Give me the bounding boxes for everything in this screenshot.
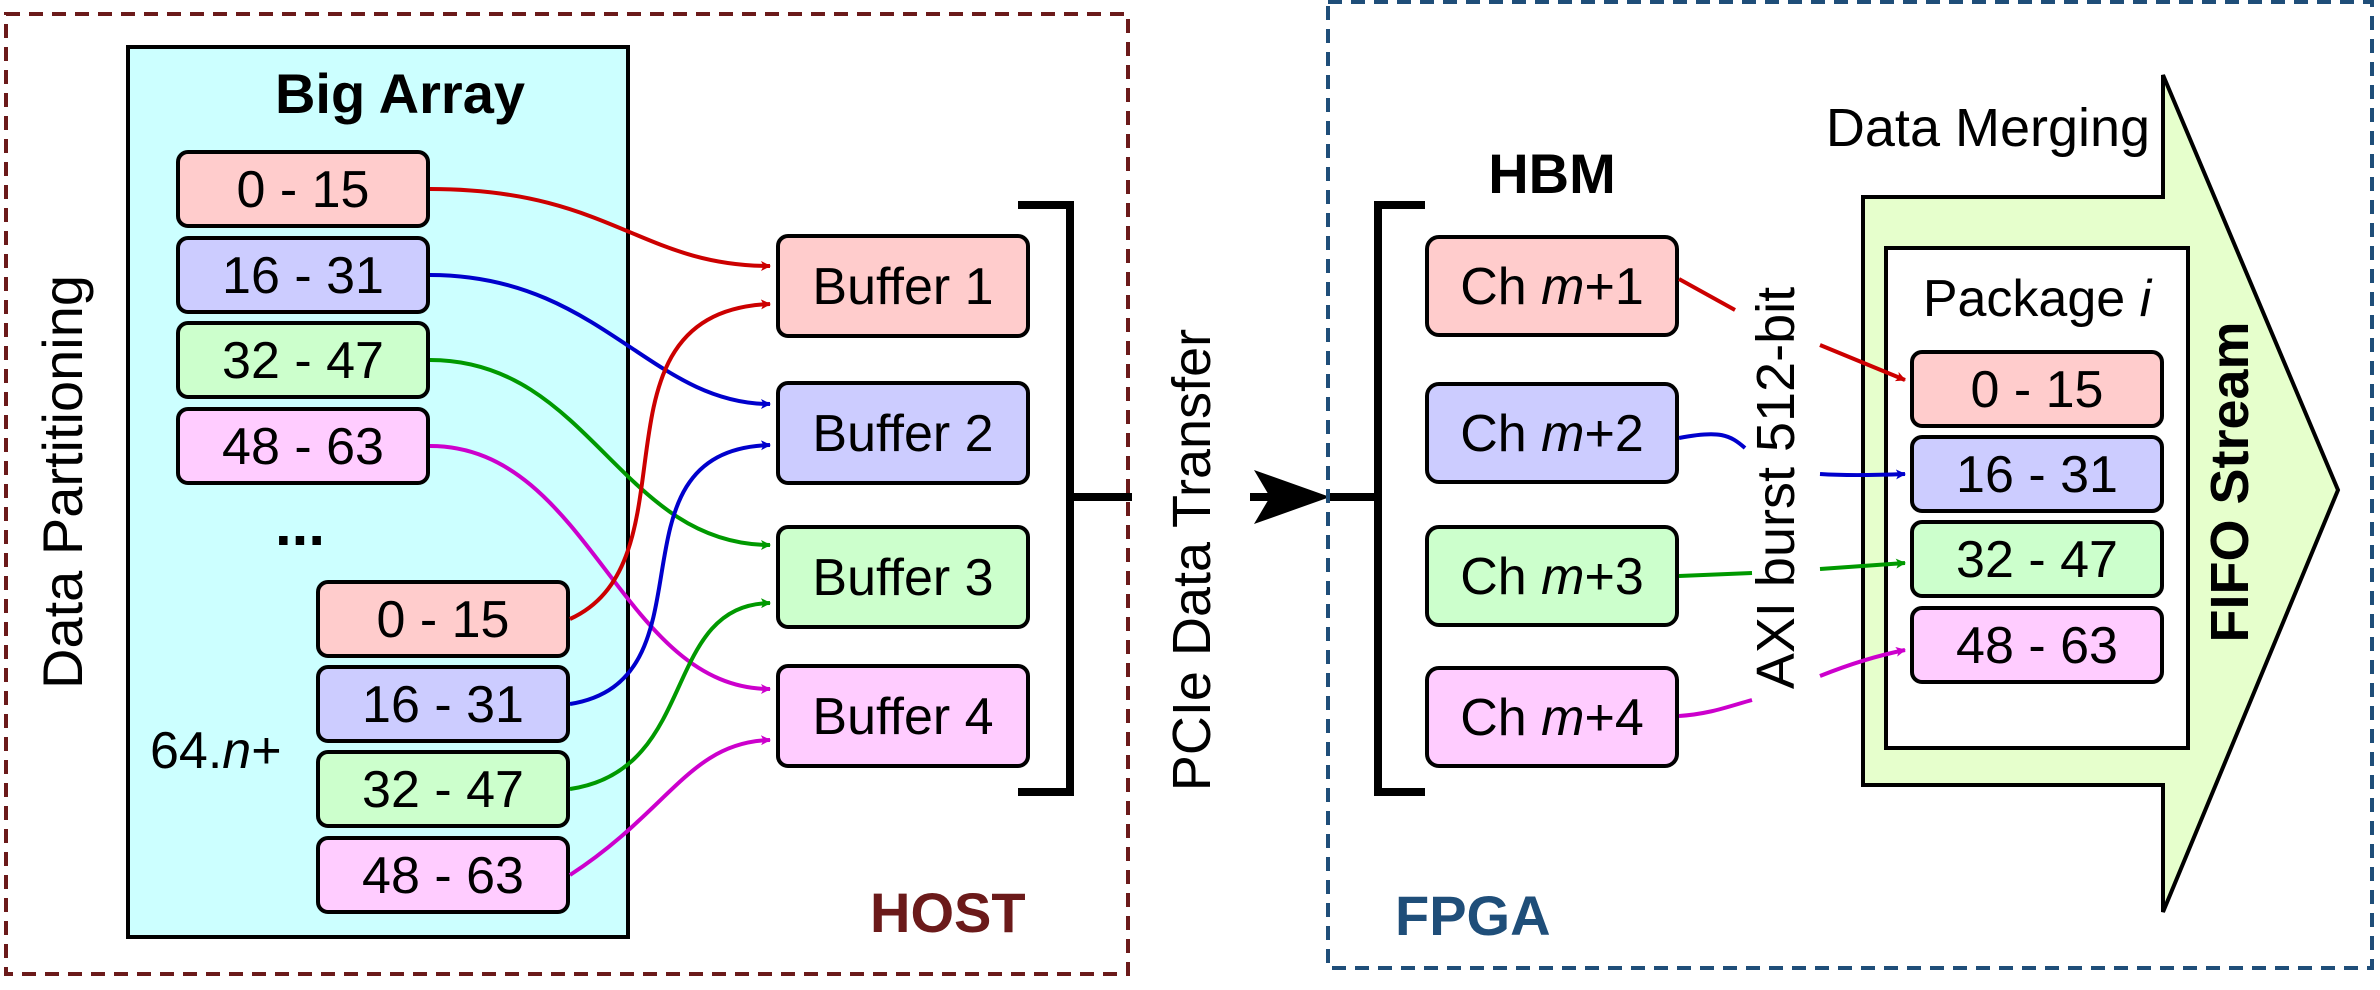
cell-n-32-47 <box>316 750 570 828</box>
axi-burst-label: AXI burst 512-bit <box>1746 287 1806 689</box>
partition-arrows <box>429 187 771 877</box>
cell-n-0-15-label: 0 - 15 <box>377 591 510 649</box>
buffer-4-label: Buffer 4 <box>812 688 993 746</box>
arrow-first-16-31 <box>429 273 771 409</box>
host-buffer-bracket <box>1018 201 1132 796</box>
merge-arrow-blue <box>1819 469 1906 480</box>
channel-3 <box>1425 525 1679 627</box>
buffer-1-label: Buffer 1 <box>812 258 993 316</box>
channel-4-label: Ch m+4 <box>1460 689 1644 747</box>
hbm-title: HBM <box>1488 142 1616 205</box>
merge-arrow-red-tail <box>1678 277 1736 312</box>
cell-n-48-63 <box>316 836 570 914</box>
buffer-3-label: Buffer 3 <box>812 549 993 607</box>
channel-2 <box>1425 382 1679 484</box>
big-array-title: Big Array <box>275 62 525 125</box>
fifo-stream-label: FIFO Stream <box>2200 321 2260 642</box>
cell-n-48-63-label: 48 - 63 <box>362 847 524 905</box>
data-merging-label: Data Merging <box>1826 98 2150 158</box>
offset-label: 64.n+ <box>150 722 282 780</box>
cell-48-63 <box>176 407 430 485</box>
pcie-transfer-arrowhead <box>1254 470 1330 524</box>
merge-arrow-green-tail <box>1678 571 1753 578</box>
cell-n-0-15 <box>316 580 570 658</box>
cell-16-31 <box>176 236 430 314</box>
merge-arrow-magenta-tail <box>1678 698 1753 718</box>
fpga-label: FPGA <box>1395 884 1551 947</box>
ellipsis: ... <box>275 491 325 558</box>
buffer-3 <box>776 525 1030 629</box>
package-row-16-31 <box>1910 435 2164 513</box>
channel-4 <box>1425 666 1679 768</box>
cell-n-16-31-label: 16 - 31 <box>362 676 524 734</box>
package-row-32-47 <box>1910 520 2164 598</box>
host-region-border <box>4 12 1130 976</box>
arrow-second-16-31 <box>569 440 771 706</box>
package-row-16-31-label: 16 - 31 <box>1956 446 2118 504</box>
merge-arrows <box>1678 277 1906 718</box>
channel-2-label: Ch m+2 <box>1460 405 1644 463</box>
pcie-transfer-label: PCIe Data Transfer <box>1162 329 1222 791</box>
arrow-first-32-47 <box>429 358 771 550</box>
hbm-bracket <box>1330 201 1425 796</box>
merge-arrow-green <box>1819 558 1906 571</box>
arrow-second-0-15 <box>569 299 771 621</box>
big-array-second-block: 0 - 15 16 - 31 32 - 47 48 - 63 <box>316 580 570 914</box>
buffer-4 <box>776 664 1030 768</box>
merge-arrow-red <box>1819 343 1906 382</box>
cell-n-16-31 <box>316 665 570 743</box>
buffers: Buffer 1 Buffer 2 Buffer 3 Buffer 4 <box>776 234 1030 768</box>
cell-16-31-label: 16 - 31 <box>222 247 384 305</box>
package-row-0-15-label: 0 - 15 <box>1971 361 2104 419</box>
host-label: HOST <box>870 881 1026 944</box>
buffer-2-label: Buffer 2 <box>812 405 993 463</box>
hbm-channels: Ch m+1 Ch m+2 Ch m+3 Ch m+4 <box>1425 235 1679 768</box>
channel-3-label: Ch m+3 <box>1460 548 1644 606</box>
big-array-first-block: 0 - 15 16 - 31 32 - 47 48 - 63 <box>176 150 430 485</box>
package-row-32-47-label: 32 - 47 <box>1956 531 2118 589</box>
arrow-first-0-15 <box>429 187 771 271</box>
arrow-second-32-47 <box>569 598 771 791</box>
arrow-first-48-63 <box>429 444 771 694</box>
package-row-48-63-label: 48 - 63 <box>1956 617 2118 675</box>
merge-arrow-blue-tail <box>1678 432 1747 450</box>
package-rows: 0 - 15 16 - 31 32 - 47 48 - 63 <box>1910 350 2164 684</box>
cell-32-47-label: 32 - 47 <box>222 332 384 390</box>
arrow-second-48-63 <box>568 735 771 877</box>
fpga-region-border <box>1326 0 2374 970</box>
cell-48-63-label: 48 - 63 <box>222 418 384 476</box>
buffer-1 <box>776 234 1030 338</box>
package-row-48-63 <box>1910 606 2164 684</box>
channel-1 <box>1425 235 1679 337</box>
cell-0-15-label: 0 - 15 <box>237 161 370 219</box>
package-row-0-15 <box>1910 350 2164 428</box>
channel-1-label: Ch m+1 <box>1460 258 1644 316</box>
merge-arrow-magenta <box>1819 646 1906 678</box>
package-label: Package i <box>1923 270 2153 328</box>
data-partitioning-label: Data Partitioning <box>31 275 94 689</box>
cell-n-32-47-label: 32 - 47 <box>362 761 524 819</box>
cell-32-47 <box>176 321 430 399</box>
buffer-2 <box>776 381 1030 485</box>
cell-0-15 <box>176 150 430 228</box>
